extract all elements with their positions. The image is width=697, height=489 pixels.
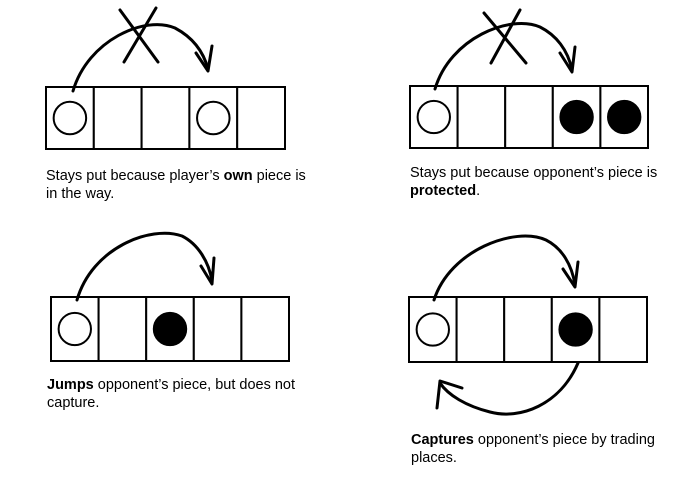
caption-jump-no-capture: Jumps opponent’s piece, but does not cap… <box>47 376 317 412</box>
board-cell <box>240 296 290 362</box>
caption-text: opponent’s piece, but does not capture. <box>47 377 296 411</box>
own-piece <box>416 99 451 135</box>
board-cell <box>92 86 143 150</box>
opponent-piece <box>607 99 642 135</box>
caption-text: Stays put because opponent’s piece is <box>410 165 658 181</box>
return-arrow <box>438 361 580 416</box>
panel-jump-no-capture <box>50 231 290 362</box>
board-cell <box>598 296 649 363</box>
opponent-piece <box>558 312 593 347</box>
board-cell <box>455 296 506 363</box>
board-cell <box>192 296 243 362</box>
panel-capture-trade-places <box>408 234 649 416</box>
own-piece <box>57 311 92 347</box>
caption-text: Stays put because player’s <box>46 168 224 184</box>
board-cell <box>456 85 507 149</box>
board-cell <box>97 296 148 362</box>
move-arrow <box>75 231 214 302</box>
caption-emphasis: protected <box>410 183 477 199</box>
return-arrow-head <box>435 379 464 410</box>
caption-emphasis: Captures <box>411 432 474 448</box>
board-strip <box>50 296 290 362</box>
own-piece <box>52 100 88 136</box>
board-cell <box>236 86 286 150</box>
own-piece <box>415 312 450 347</box>
board-strip <box>45 86 286 150</box>
move-arrow <box>71 23 210 93</box>
caption-own-piece-blocks: Stays put because player’s own piece is … <box>46 167 316 203</box>
panel-own-piece-blocks <box>45 6 286 150</box>
caption-text: opponent’s piece by trading places. <box>411 432 655 466</box>
move-arrow <box>433 22 574 91</box>
arrow-head <box>561 260 580 289</box>
caption-emphasis: own <box>223 168 253 184</box>
board-strip <box>409 85 650 149</box>
caption-emphasis: Jumps <box>47 377 94 393</box>
arrow-head <box>194 44 214 73</box>
caption-text: . <box>476 183 481 199</box>
cross-out-mark <box>482 8 528 65</box>
caption-capture-trade-places: Captures opponent’s piece by trading pla… <box>411 431 681 467</box>
panel-protected-piece-blocks <box>409 8 650 149</box>
opponent-piece <box>559 99 594 135</box>
board-cell <box>504 85 554 149</box>
opponent-piece <box>152 311 188 347</box>
move-arrow <box>432 234 577 302</box>
own-piece <box>196 100 231 136</box>
board-cell <box>140 86 191 150</box>
caption-protected-piece-blocks: Stays put because opponent’s piece is pr… <box>410 164 680 200</box>
caption-text: piece is in the way. <box>46 168 306 202</box>
cross-out-mark <box>118 6 160 64</box>
arrow-head <box>558 45 577 74</box>
board-strip <box>408 296 649 363</box>
board-cell <box>503 296 553 363</box>
arrow-head <box>199 256 216 286</box>
